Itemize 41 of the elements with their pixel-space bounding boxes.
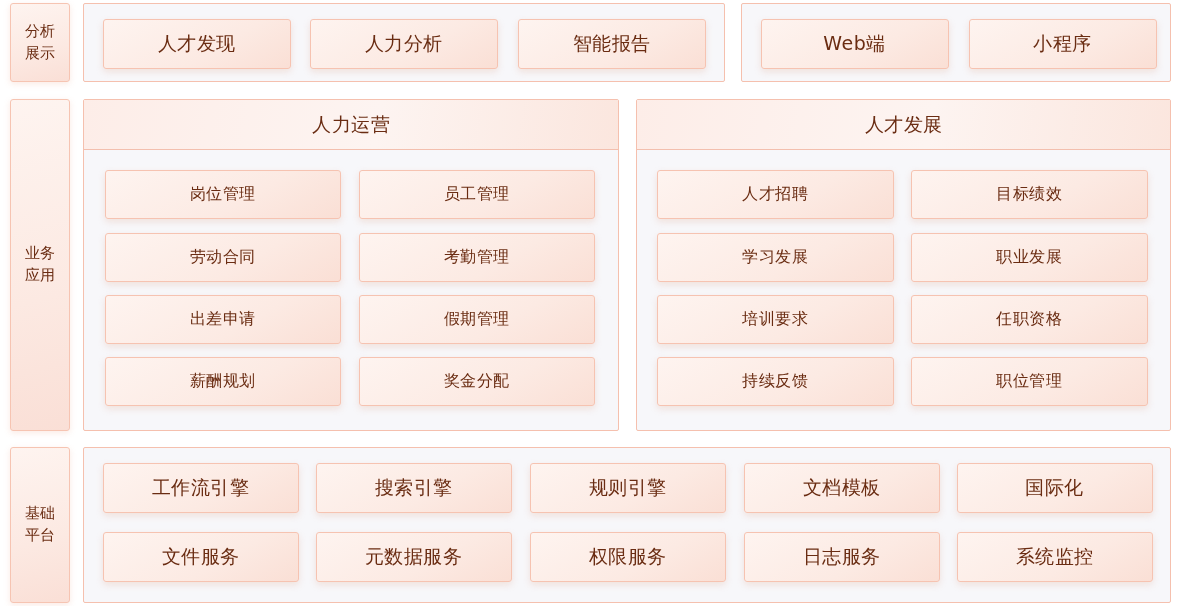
module-card: 职位管理: [910, 356, 1148, 406]
module-card: 权限服务: [529, 531, 726, 582]
layer-panel: [83, 99, 619, 431]
module-card: 小程序: [968, 18, 1157, 69]
module-card: 员工管理: [358, 169, 595, 219]
module-card: 薪酬规划: [104, 356, 341, 406]
module-card: 劳动合同: [104, 232, 341, 282]
module-card: 国际化: [956, 462, 1153, 513]
module-card: 工作流引擎: [102, 462, 299, 513]
module-card: 持续反馈: [656, 356, 894, 406]
module-card: 搜索引擎: [315, 462, 512, 513]
layer-label: 基础平台: [10, 447, 70, 603]
module-card: 人才发现: [102, 18, 291, 69]
layer-panel: [636, 99, 1171, 431]
module-card: 学习发展: [656, 232, 894, 282]
module-card: 元数据服务: [315, 531, 512, 582]
layer-panel: [741, 3, 1171, 82]
layer-panel: [83, 3, 725, 82]
module-card: 假期管理: [358, 294, 595, 344]
module-card: 任职资格: [910, 294, 1148, 344]
module-card: 系统监控: [956, 531, 1153, 582]
module-card: 文档模板: [743, 462, 940, 513]
module-card: Web端: [760, 18, 949, 69]
module-card: 人才招聘: [656, 169, 894, 219]
layer-label: 业务应用: [10, 99, 70, 431]
module-card: 职业发展: [910, 232, 1148, 282]
module-card: 培训要求: [656, 294, 894, 344]
module-card: 岗位管理: [104, 169, 341, 219]
panel-header: 人才发展: [637, 100, 1170, 150]
module-card: 目标绩效: [910, 169, 1148, 219]
layer-label: 分析展示: [10, 3, 70, 82]
module-card: 日志服务: [743, 531, 940, 582]
module-card: 奖金分配: [358, 356, 595, 406]
module-card: 智能报告: [517, 18, 706, 69]
module-card: 文件服务: [102, 531, 299, 582]
module-card: 出差申请: [104, 294, 341, 344]
panel-header: 人力运营: [84, 100, 618, 150]
module-card: 考勤管理: [358, 232, 595, 282]
module-card: 规则引擎: [529, 462, 726, 513]
module-card: 人力分析: [309, 18, 498, 69]
layer-panel: [83, 447, 1171, 603]
